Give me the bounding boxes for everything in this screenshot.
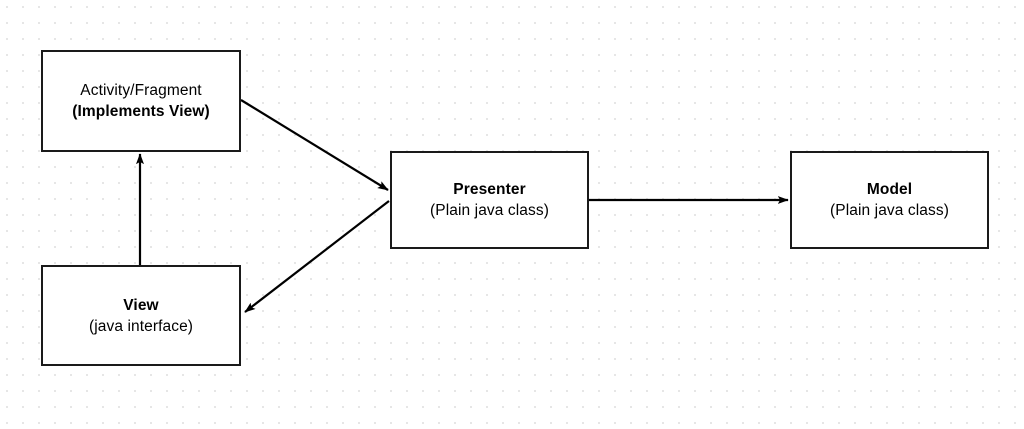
node-view[interactable]: View (java interface) <box>41 265 241 366</box>
node-activity-fragment-line1: Activity/Fragment <box>80 82 202 99</box>
node-view-line1: View <box>123 296 159 314</box>
node-presenter-line2: (Plain java class) <box>430 202 549 219</box>
node-presenter[interactable]: Presenter (Plain java class) <box>390 151 589 249</box>
node-view-line2: (java interface) <box>88 317 194 335</box>
node-presenter-line1: Presenter <box>453 181 526 198</box>
node-activity-fragment-line2: (Implements View) <box>72 103 210 120</box>
node-model[interactable]: Model (Plain java class) <box>790 151 989 249</box>
node-model-line1: Model <box>866 181 913 198</box>
node-model-line2: (Plain java class) <box>830 202 949 219</box>
arrow-presenter-to-view <box>244 200 390 313</box>
node-activity-fragment[interactable]: Activity/Fragment (Implements View) <box>41 50 241 152</box>
arrow-activity-to-presenter <box>240 99 389 191</box>
